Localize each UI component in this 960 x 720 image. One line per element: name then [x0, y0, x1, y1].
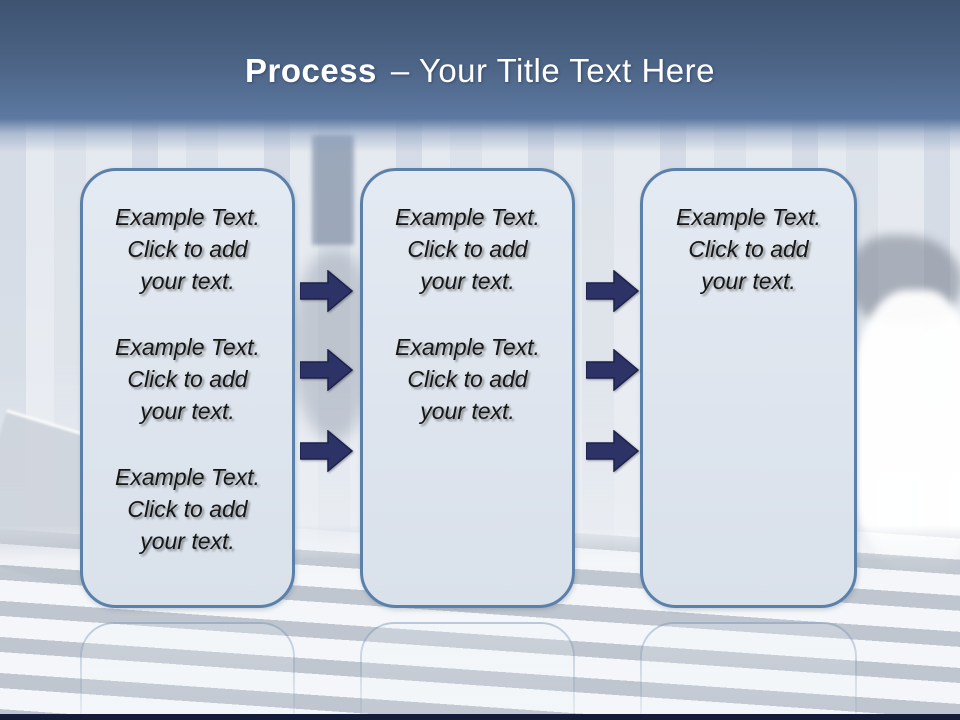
box-reflection	[640, 622, 857, 720]
text-placeholder[interactable]: Example Text. Click to add your text.	[115, 464, 260, 554]
title-banner: Process – Your Title Text Here	[0, 0, 960, 152]
right-block-arrow-icon	[300, 430, 353, 472]
right-block-arrow-icon	[300, 349, 353, 391]
box-reflection	[80, 622, 295, 720]
process-box-3[interactable]: Example Text. Click to add your text.	[640, 168, 857, 608]
right-block-arrow-icon	[586, 430, 639, 472]
text-placeholder[interactable]: Example Text. Click to add your text.	[395, 204, 540, 294]
bottom-accent-bar	[0, 714, 960, 720]
text-placeholder[interactable]: Example Text. Click to add your text.	[115, 334, 260, 424]
text-placeholder[interactable]: Example Text. Click to add your text.	[395, 334, 540, 424]
right-block-arrow-icon	[586, 270, 639, 312]
right-block-arrow-icon	[300, 270, 353, 312]
process-box-1[interactable]: Example Text. Click to add your text. Ex…	[80, 168, 295, 608]
text-placeholder[interactable]: Example Text. Click to add your text.	[115, 204, 260, 294]
slide-title[interactable]: Process – Your Title Text Here	[0, 0, 960, 90]
right-block-arrow-icon	[586, 349, 639, 391]
background-arm-shadow	[852, 235, 960, 325]
slide-title-placeholder: – Your Title Text Here	[390, 52, 716, 89]
process-box-2[interactable]: Example Text. Click to add your text. Ex…	[360, 168, 575, 608]
slide-title-keyword: Process	[244, 52, 377, 89]
box-reflection	[360, 622, 575, 720]
background-pillow	[848, 290, 960, 570]
text-placeholder[interactable]: Example Text. Click to add your text.	[676, 204, 821, 294]
